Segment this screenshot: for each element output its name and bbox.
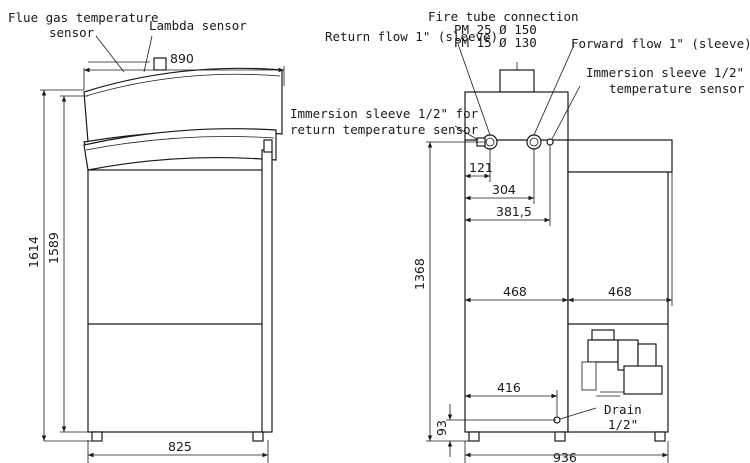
dim-1614: 1614 xyxy=(26,236,41,268)
side-boiler-body xyxy=(464,91,569,433)
forward-flow-label: Forward flow 1" (sleeve) xyxy=(571,36,750,51)
drain-label-2: 1/2" xyxy=(608,417,638,432)
burner-unit xyxy=(581,329,663,397)
dim-468-left: 468 xyxy=(503,284,527,299)
dim-890: 890 xyxy=(170,51,194,66)
fire-tube-pm15: PM 15 Ø 130 xyxy=(454,35,537,50)
dim-1368: 1368 xyxy=(412,258,427,290)
immersion-return-label-2: return temperature sensor xyxy=(290,122,479,137)
front-body xyxy=(87,169,269,433)
dim-825: 825 xyxy=(168,439,192,454)
immersion-return-label: Immersion sleeve 1/2" for xyxy=(290,106,479,121)
immersion-flow-label: Immersion sleeve 1/2" flow xyxy=(586,65,750,80)
dim-93: 93 xyxy=(434,420,449,436)
dim-304: 304 xyxy=(492,182,516,197)
front-foot-right xyxy=(252,431,264,442)
front-foot-left xyxy=(91,431,103,442)
fire-tube-pm25: PM 25 Ø 150 xyxy=(454,22,537,37)
dim-468-right: 468 xyxy=(608,284,632,299)
flue-gas-label: Flue gas temperature xyxy=(8,10,159,25)
dim-381-5: 381,5 xyxy=(496,204,532,219)
lambda-sensor-label: Lambda sensor xyxy=(149,18,247,33)
immersion-flow-label-2: temperature sensor xyxy=(609,81,745,96)
dim-416: 416 xyxy=(497,380,521,395)
drain-label: Drain xyxy=(604,402,642,417)
side-top-lid xyxy=(567,139,673,173)
dim-936: 936 xyxy=(553,450,577,463)
fire-tube-connection xyxy=(499,69,535,93)
flue-gas-label-2: sensor xyxy=(49,25,95,40)
return-flow-label: Return flow 1" (sleeve) xyxy=(325,29,498,44)
dim-121: 121 xyxy=(469,160,493,175)
flow-sensor-sleeve xyxy=(546,138,554,146)
side-view xyxy=(426,43,673,463)
front-view xyxy=(40,35,285,463)
dim-1589: 1589 xyxy=(46,232,61,264)
fire-tube-title: Fire tube connection xyxy=(428,9,579,24)
